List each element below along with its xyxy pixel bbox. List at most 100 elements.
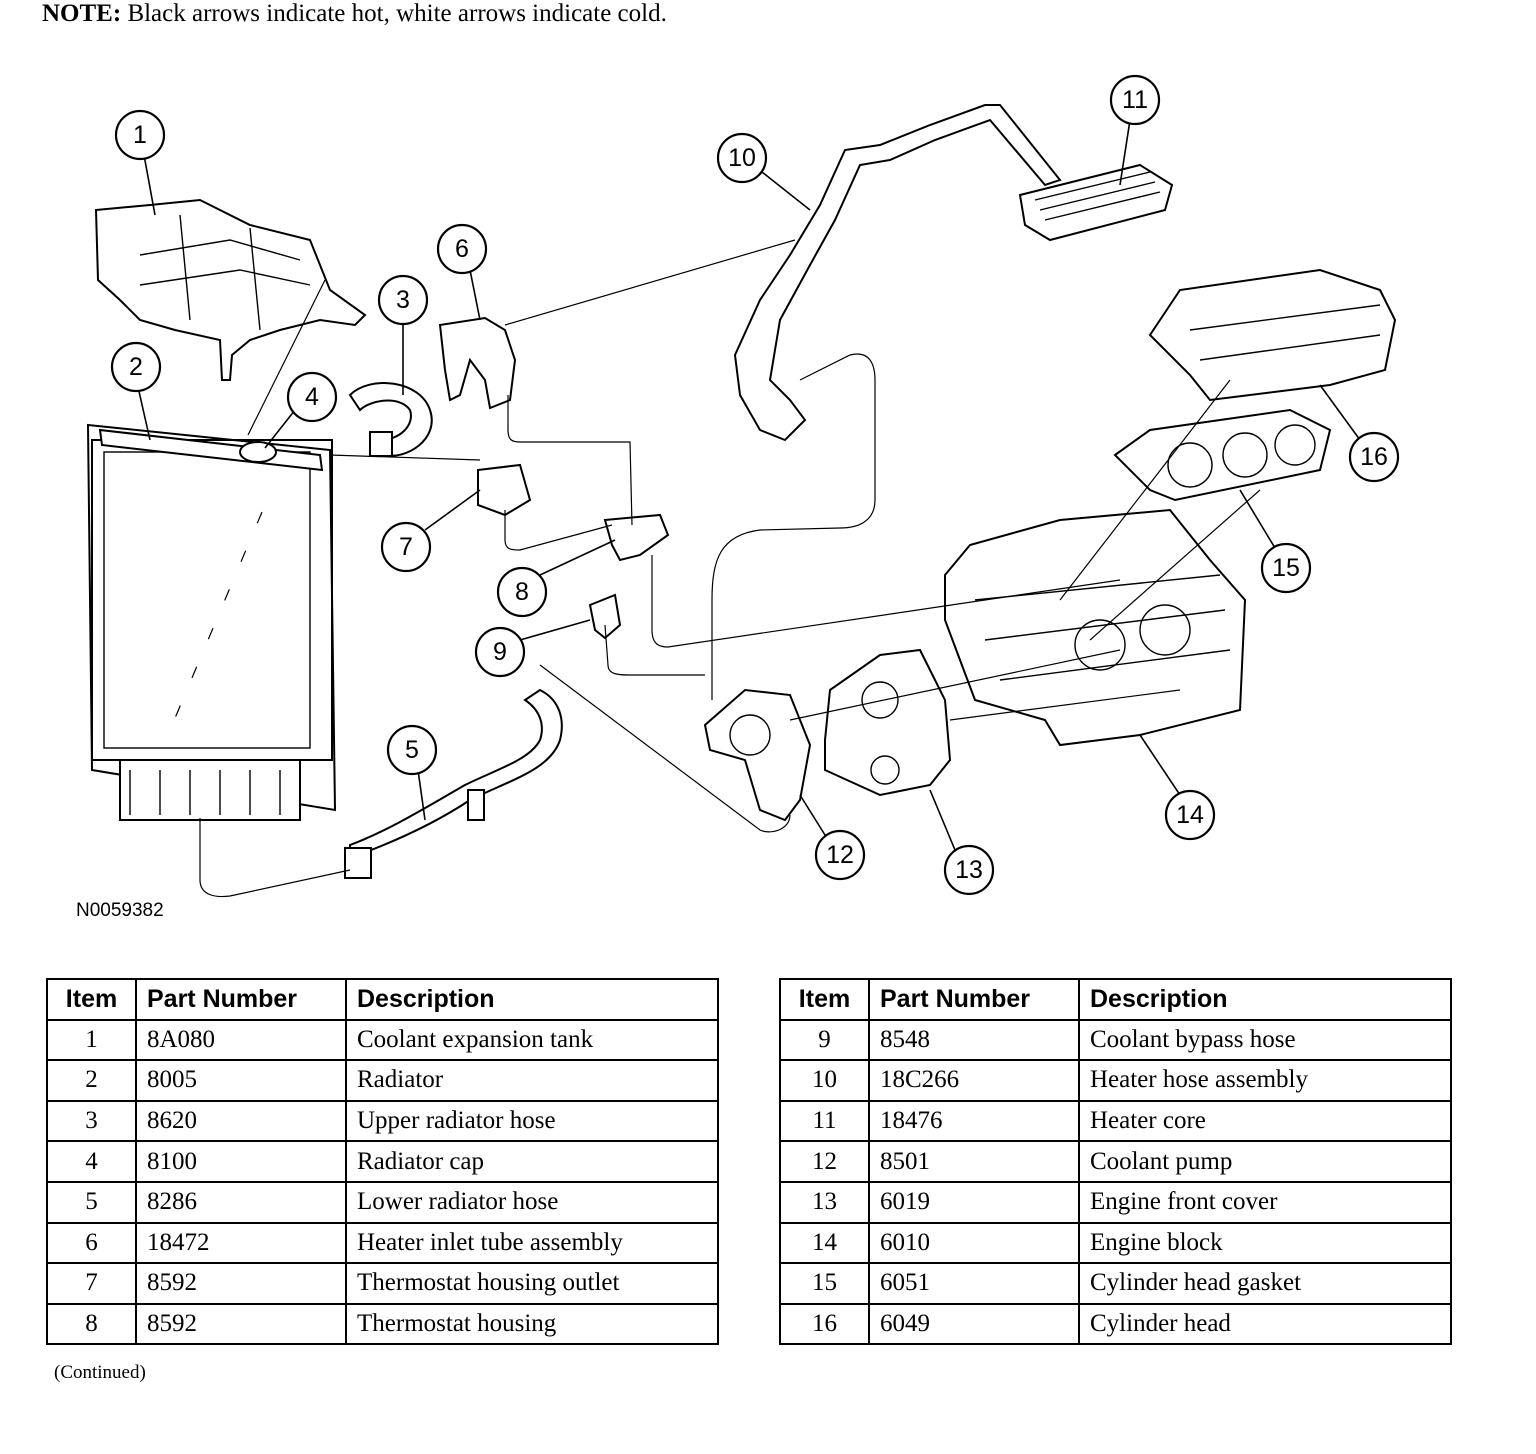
callout-14: 14 — [1164, 789, 1216, 841]
lower-radiator-hose — [344, 688, 563, 879]
cell-description: Heater hose assembly — [1078, 1059, 1452, 1102]
table-header-row: Item Part Number Description — [779, 978, 1452, 1021]
cell-part-number: 8592 — [135, 1262, 347, 1305]
svg-text:10: 10 — [728, 144, 756, 172]
expansion-tank — [94, 198, 367, 381]
heater-core — [1018, 163, 1174, 242]
coolant-flow-lines — [169, 239, 1261, 898]
cell-part-number: 6019 — [868, 1180, 1080, 1224]
svg-text:1: 1 — [133, 121, 147, 149]
callout-13: 13 — [943, 844, 995, 896]
cell-description: Upper radiator hose — [345, 1099, 719, 1143]
header-item: Item — [779, 978, 870, 1021]
svg-text:4: 4 — [305, 383, 319, 411]
cell-part-number: 8005 — [135, 1059, 347, 1102]
callout-1: 1 — [114, 109, 166, 161]
callout-5: 5 — [386, 724, 438, 776]
cylinder-head — [1148, 268, 1397, 402]
cell-part-number: 8A080 — [135, 1018, 347, 1062]
callout-3: 3 — [377, 274, 429, 326]
header-description: Description — [1078, 978, 1452, 1021]
radiator — [86, 423, 337, 821]
callout-15: 15 — [1260, 542, 1312, 594]
cooling-system-diagram: 1 2 3 4 5 6 7 8 9 10 11 12 13 14 15 16 — [86, 74, 1400, 898]
svg-text:3: 3 — [396, 286, 410, 314]
cell-description: Radiator — [345, 1059, 719, 1102]
cell-part-number: 6010 — [868, 1221, 1080, 1265]
svg-text:9: 9 — [493, 638, 507, 666]
cell-part-number: 6049 — [868, 1302, 1080, 1346]
callout-12: 12 — [814, 829, 866, 881]
cell-part-number: 8501 — [868, 1140, 1080, 1183]
cell-description: Thermostat housing outlet — [345, 1262, 719, 1305]
cell-item: 2 — [46, 1059, 137, 1102]
cell-description: Heater core — [1078, 1099, 1452, 1143]
svg-text:11: 11 — [1122, 86, 1148, 114]
cell-part-number: 18476 — [868, 1099, 1080, 1143]
cell-description: Coolant bypass hose — [1078, 1018, 1452, 1062]
cell-description: Lower radiator hose — [345, 1180, 719, 1224]
leader-lines — [137, 119, 1361, 851]
callout-4: 4 — [286, 371, 338, 423]
cell-part-number: 8620 — [135, 1099, 347, 1143]
note-label: NOTE: — [42, 0, 122, 27]
heater-hose-assembly — [733, 104, 1062, 442]
svg-text:13: 13 — [955, 856, 983, 884]
thermostat-housing — [603, 513, 670, 562]
cell-item: 6 — [46, 1221, 137, 1265]
continued-note: (Continued) — [54, 1362, 146, 1383]
svg-text:12: 12 — [826, 841, 854, 869]
cell-part-number: 6051 — [868, 1262, 1080, 1305]
thermostat-outlet — [477, 463, 532, 517]
cell-description: Coolant expansion tank — [345, 1018, 719, 1062]
cell-item: 7 — [46, 1262, 137, 1305]
callout-9: 9 — [474, 626, 526, 678]
coolant-pump — [703, 688, 812, 822]
cell-part-number: 8548 — [868, 1018, 1080, 1062]
svg-text:16: 16 — [1360, 443, 1388, 471]
cell-description: Cylinder head gasket — [1078, 1262, 1452, 1305]
svg-text:2: 2 — [129, 353, 143, 381]
engine-front-cover — [824, 648, 952, 797]
upper-radiator-hose — [348, 382, 433, 457]
cell-item: 14 — [779, 1221, 870, 1265]
cell-description: Coolant pump — [1078, 1140, 1452, 1183]
cell-item: 8 — [46, 1302, 137, 1346]
callout-16: 16 — [1348, 431, 1400, 483]
cell-item: 11 — [779, 1099, 870, 1143]
cell-item: 12 — [779, 1140, 870, 1183]
cell-part-number: 8100 — [135, 1140, 347, 1183]
callout-6: 6 — [436, 223, 488, 275]
cell-part-number: 8286 — [135, 1180, 347, 1224]
svg-text:14: 14 — [1176, 801, 1204, 829]
header-part-number: Part Number — [868, 978, 1080, 1021]
cell-part-number: 18C266 — [868, 1059, 1080, 1102]
cell-part-number: 18472 — [135, 1221, 347, 1265]
heater-inlet-tube — [438, 316, 517, 410]
svg-text:7: 7 — [399, 533, 413, 561]
radiator-cap — [239, 441, 277, 463]
cell-description: Heater inlet tube assembly — [345, 1221, 719, 1265]
cell-item: 9 — [779, 1018, 870, 1062]
callout-10: 10 — [716, 132, 768, 184]
bypass-hose — [588, 593, 622, 640]
callout-11: 11 — [1109, 74, 1161, 126]
cell-description: Cylinder head — [1078, 1302, 1452, 1346]
header-item: Item — [46, 978, 137, 1021]
cell-item: 15 — [779, 1262, 870, 1305]
